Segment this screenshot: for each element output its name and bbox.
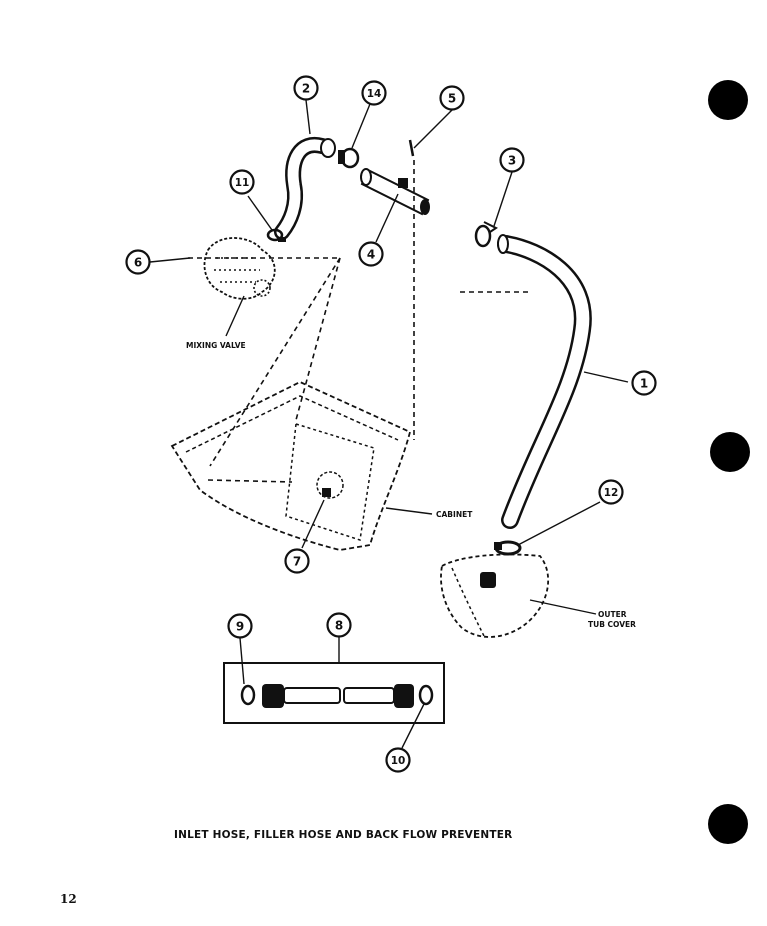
- callout-6-text: 6: [134, 256, 142, 270]
- callout-14-text: 14: [367, 88, 382, 100]
- cabinet: [170, 381, 412, 551]
- binder-hole-middle: [710, 432, 750, 472]
- callout-9: 9: [227, 613, 253, 639]
- callout-10-text: 10: [391, 755, 406, 767]
- hose-clamp-12: [480, 540, 522, 588]
- callout-10: 10: [385, 747, 411, 773]
- callout-8: 8: [326, 612, 352, 638]
- callout-11: 11: [229, 169, 255, 195]
- screw-5: [408, 139, 415, 157]
- callout-14: 14: [361, 80, 387, 106]
- figure-caption: INLET HOSE, FILLER HOSE AND BACK FLOW PR…: [174, 829, 513, 841]
- callout-1: 1: [631, 370, 657, 396]
- outer-tub-cover-label-line2: TUB COVER: [588, 620, 636, 629]
- callout-11-text: 11: [235, 177, 250, 189]
- callout-12-text: 12: [604, 487, 619, 499]
- callout-9-text: 9: [236, 620, 244, 634]
- mixing-valve: [203, 237, 276, 300]
- callout-12: 12: [598, 479, 624, 505]
- callout-3: 3: [499, 147, 525, 173]
- callout-2-text: 2: [302, 82, 310, 96]
- binder-hole-top: [708, 80, 748, 120]
- callout-4-text: 4: [367, 248, 375, 262]
- inlet-hose: [497, 234, 592, 529]
- outer-tub-cover: [440, 553, 549, 638]
- outer-tub-cover-label-line1: OUTER: [598, 610, 627, 619]
- inlet-hose-kit: [223, 662, 445, 724]
- callout-7: 7: [284, 548, 310, 574]
- filler-hose: [274, 136, 336, 240]
- callout-6: 6: [125, 249, 151, 275]
- mixing-valve-label: MIXING VALVE: [186, 341, 246, 350]
- callout-4: 4: [358, 241, 384, 267]
- callout-2: 2: [293, 75, 319, 101]
- callout-7-text: 7: [293, 555, 301, 569]
- callout-3-text: 3: [508, 154, 516, 168]
- callout-8-text: 8: [335, 619, 343, 633]
- cabinet-label: CABINET: [436, 510, 473, 519]
- hose-clamp-3: [474, 221, 498, 248]
- callout-1-text: 1: [640, 377, 648, 391]
- hose-clamp-11: [266, 228, 286, 242]
- callout-5: 5: [439, 85, 465, 111]
- connection-lines: [188, 160, 530, 467]
- callout-5-text: 5: [448, 92, 456, 106]
- page-number: 12: [60, 892, 77, 906]
- leader-lines: [149, 99, 629, 749]
- back-flow-preventer: [360, 168, 430, 216]
- hose-clamp-14: [338, 147, 360, 169]
- binder-hole-bottom: [708, 804, 748, 844]
